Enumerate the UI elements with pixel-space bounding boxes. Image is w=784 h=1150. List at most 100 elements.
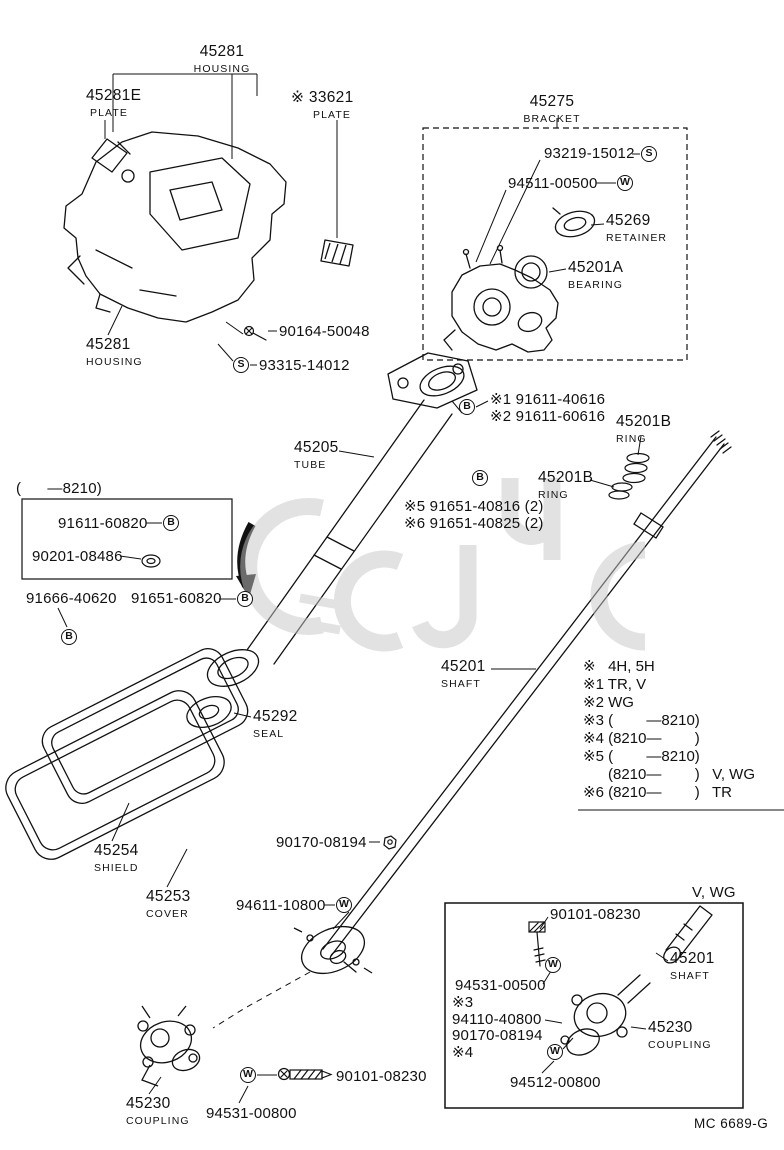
vwg-variant-box: [444, 902, 744, 1109]
circled-letter-w: W: [545, 957, 561, 973]
part-number: 45281: [86, 336, 131, 353]
fastener-drawings: [141, 325, 546, 1081]
applicability-row: ※6 (8210— ) TR: [583, 784, 733, 801]
part-number: 45269: [606, 212, 651, 229]
callout-91651-60820: 91651-60820: [131, 590, 222, 607]
part-number: 45281E: [86, 87, 142, 104]
vwg-note: V, WG: [692, 884, 736, 901]
callout-90170-08194: 90170-08194: [276, 834, 367, 851]
callout-94531-00500: 94531-00500: [455, 977, 546, 994]
part-number: 45201A: [568, 259, 624, 276]
part-label-shaft: 45201 SHAFT: [441, 659, 486, 692]
part-label-bearing: 45201A BEARING: [568, 260, 623, 293]
part-name: BRACKET: [523, 113, 581, 125]
circled-letter-s: S: [233, 357, 249, 373]
callout-ref4-mark: ※4: [452, 1044, 474, 1061]
part-label-ring-mid: 45201B RING: [538, 470, 593, 503]
part-name: BEARING: [568, 279, 623, 291]
part-label-housing-bottom: 45281 HOUSING: [86, 337, 143, 370]
part-name: RETAINER: [606, 232, 668, 244]
housing-drawing: [63, 131, 287, 323]
callout-90164-50048: 90164-50048: [279, 323, 370, 340]
seal-drawing: [186, 696, 232, 728]
bracket-dashed-box: [422, 127, 688, 361]
part-label-retainer: 45269 RETAINER: [606, 213, 667, 246]
part-label-shaft-vwg: 45201 SHAFT: [670, 951, 715, 984]
shaft-collar: [633, 512, 664, 539]
part-label-cover: 45253 COVER: [146, 889, 191, 922]
part-number: 45275: [529, 93, 575, 110]
part-number: 45201B: [616, 413, 672, 430]
part-number: 45230: [126, 1095, 171, 1112]
bracket-body-shape: [451, 263, 559, 353]
circled-letter-w: W: [547, 1044, 563, 1060]
nut-90170-glyph: [383, 835, 397, 850]
part-number: 45230: [648, 1019, 693, 1036]
circled-letter-w: W: [336, 897, 352, 913]
part-number: 45292: [253, 708, 298, 725]
callout-90201-08486: 90201-08486: [32, 548, 123, 565]
part-name: PLATE: [313, 109, 351, 121]
callout-ref5: ※5 91651-40816 (2): [404, 498, 544, 515]
shaft-drawing: [322, 430, 732, 973]
grommet-90201-glyph: [141, 554, 161, 568]
bolt-90101-vwg-glyph: [528, 921, 546, 967]
plate-45281e-shape: [91, 138, 128, 173]
part-label-coupling-left: 45230 COUPLING: [126, 1096, 190, 1129]
part-label-tube: 45205 TUBE: [294, 440, 339, 473]
part-number: ※ 33621: [291, 89, 354, 106]
part-label-plate-e: 45281E PLATE: [86, 88, 141, 121]
part-name: SHAFT: [670, 970, 710, 982]
applicability-row: ※2 WG: [583, 694, 634, 711]
callout-94110-40800: 94110-40800: [452, 1011, 542, 1028]
part-number: 45205: [294, 439, 339, 456]
tube-flange-shape: [387, 352, 478, 409]
lower-flange-drawing: [293, 925, 373, 975]
circled-letter-w: W: [617, 175, 633, 191]
part-label-bracket: 45275 BRACKET: [523, 94, 580, 127]
part-label-housing-top: 45281 HOUSING: [194, 44, 251, 77]
callout-94531-00800: 94531-00800: [206, 1105, 297, 1122]
plate-drawings: [91, 138, 354, 267]
callout-91666-40620: 91666-40620: [26, 590, 117, 607]
part-name: HOUSING: [86, 356, 143, 368]
circled-letter-b: B: [459, 399, 475, 415]
part-name: SHAFT: [441, 678, 481, 690]
ring-drawings: [608, 452, 650, 500]
part-name: SHIELD: [94, 862, 139, 874]
bracket-assembly-drawing: [443, 207, 596, 353]
part-name: RING: [616, 433, 647, 445]
cover-drawing: [5, 690, 225, 860]
part-name: SEAL: [253, 728, 285, 740]
shaft-thread-ticks: [710, 430, 732, 454]
callout-90101-08230-left: 90101-08230: [336, 1068, 427, 1085]
shield-drawing: [41, 648, 249, 804]
part-number: 45253: [146, 888, 191, 905]
part-name: HOUSING: [193, 63, 251, 75]
callout-94611-10800: 94611-10800: [236, 897, 326, 914]
applicability-row: (8210— ) V, WG: [583, 766, 755, 783]
circled-letter-b: B: [163, 515, 179, 531]
part-number: 45281: [199, 43, 245, 60]
part-label-shield: 45254 SHIELD: [94, 843, 139, 876]
coupling-left-drawing: [137, 1005, 201, 1087]
callout-94511-00500: 94511-00500: [508, 175, 598, 192]
applicability-row: ※3 ( —8210): [583, 712, 700, 729]
plate-33621-shape: [320, 239, 354, 267]
callout-ref2: ※2 91611-60616: [490, 408, 606, 425]
screw-90101-left-glyph: [277, 1067, 333, 1081]
circled-letter-b: B: [61, 629, 77, 645]
part-name: TUBE: [294, 459, 327, 471]
callout-90101-08230-vwg: 90101-08230: [550, 906, 641, 923]
watermark: [240, 478, 646, 652]
screw-90164-glyph: [243, 325, 255, 337]
part-name: COUPLING: [126, 1115, 190, 1127]
part-number: 45201B: [538, 469, 594, 486]
range-box-title: ( —8210): [16, 480, 102, 497]
range-8210-box: [21, 498, 233, 580]
callout-93219-15012: 93219-15012: [544, 145, 635, 162]
applicability-row: ※1 TR, V: [583, 676, 647, 693]
circled-letter-w: W: [240, 1067, 256, 1083]
